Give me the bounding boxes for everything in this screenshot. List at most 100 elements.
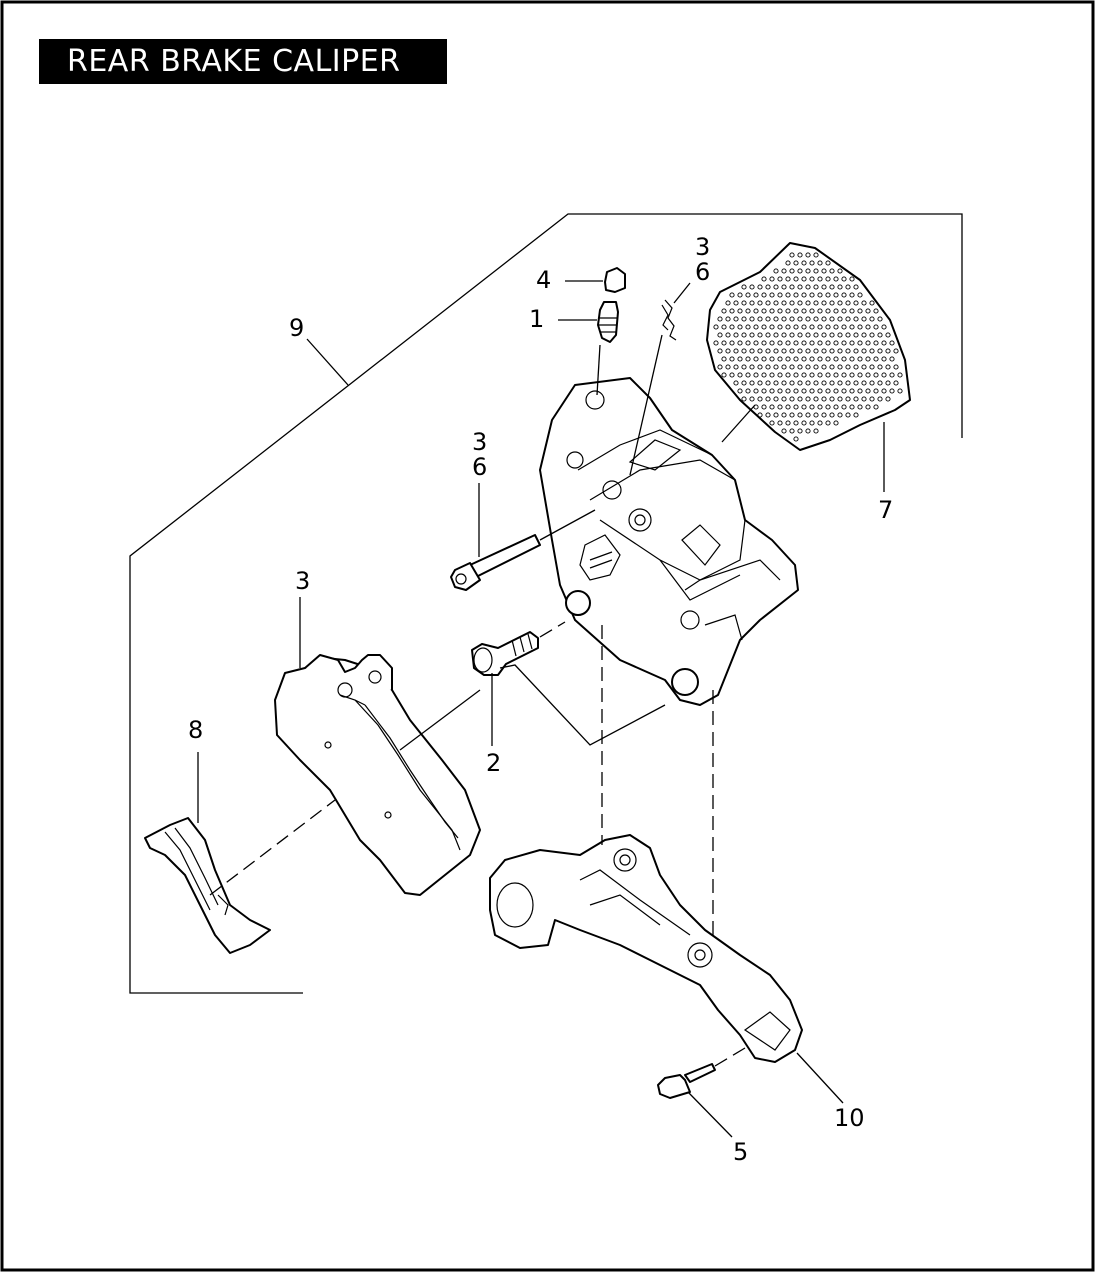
perforation-dot	[829, 316, 835, 322]
perforation-dot	[853, 364, 859, 370]
perforation-dot	[825, 308, 831, 314]
perforation-dot	[845, 332, 851, 338]
perforation-dot	[833, 388, 839, 394]
perforation-dot	[857, 340, 863, 346]
perforation-dot	[781, 316, 787, 322]
perforation-dot	[777, 292, 783, 298]
perforation-dot	[805, 300, 811, 306]
perforation-dot	[753, 388, 759, 394]
perforation-dot	[837, 284, 843, 290]
callout-7: 7	[878, 496, 893, 524]
perforation-dot	[769, 292, 775, 298]
assembly-bracket-line	[129, 213, 963, 994]
perforation-dot	[749, 284, 755, 290]
perforation-dot	[745, 340, 751, 346]
perforation-dot	[877, 364, 883, 370]
perforation-dot	[849, 340, 855, 346]
perforation-dot	[785, 260, 791, 266]
perforation-dot	[737, 340, 743, 346]
spring-dash-line	[209, 799, 336, 896]
perforation-dot	[869, 380, 875, 386]
bleeder-leader-line	[596, 344, 601, 396]
perforation-dot	[741, 332, 747, 338]
perforation-dot	[825, 292, 831, 298]
perforation-dot	[797, 332, 803, 338]
perforation-dot	[789, 284, 795, 290]
perforation-dot	[809, 356, 815, 362]
perforation-dot	[897, 372, 903, 378]
perforation-dot	[789, 364, 795, 370]
perforation-dot	[833, 404, 839, 410]
perforation-dot	[777, 340, 783, 346]
pin-leader-line	[539, 509, 596, 541]
perforation-dot	[757, 380, 763, 386]
perforation-dot	[841, 388, 847, 394]
perforation-dot	[829, 348, 835, 354]
perforation-dot	[725, 316, 731, 322]
perforation-dot	[789, 252, 795, 258]
pad-spring-clip	[661, 299, 677, 341]
perforation-dot	[801, 404, 807, 410]
perforation-dot	[881, 372, 887, 378]
perforation-dot	[777, 356, 783, 362]
perforation-dot	[777, 308, 783, 314]
perforation-dot	[753, 340, 759, 346]
perforation-dot	[877, 348, 883, 354]
perforation-dot	[773, 332, 779, 338]
perforation-dot	[809, 260, 815, 266]
perforation-dot	[817, 372, 823, 378]
perforation-dot	[797, 428, 803, 434]
perforation-dot	[813, 252, 819, 258]
perforation-dot	[741, 396, 747, 402]
perforation-dot	[817, 420, 823, 426]
perforation-dot	[849, 324, 855, 330]
perforation-dot	[821, 300, 827, 306]
perforation-dot	[793, 404, 799, 410]
perforation-dot	[741, 284, 747, 290]
perforation-dot	[765, 348, 771, 354]
perforation-dot	[793, 260, 799, 266]
perforation-dot	[845, 316, 851, 322]
perforation-dot	[741, 348, 747, 354]
perforation-dot	[817, 260, 823, 266]
perforation-dot	[805, 252, 811, 258]
perforation-dot	[785, 292, 791, 298]
perforation-dot	[797, 396, 803, 402]
perforation-dot	[793, 292, 799, 298]
perforation-dot	[813, 268, 819, 274]
perforation-dot	[769, 308, 775, 314]
perforation-dot	[861, 332, 867, 338]
perforation-dot	[837, 380, 843, 386]
callout-3-pin: 3	[472, 428, 487, 456]
perforation-dot	[773, 316, 779, 322]
perforation-dot	[793, 372, 799, 378]
perforation-dot	[749, 396, 755, 402]
perforation-dot	[801, 276, 807, 282]
perforation-dot	[813, 396, 819, 402]
perforation-dot	[765, 284, 771, 290]
perforation-dot	[769, 372, 775, 378]
perforation-dot	[821, 396, 827, 402]
perforation-dot	[773, 380, 779, 386]
perforation-dot	[849, 388, 855, 394]
pad-spring	[144, 817, 271, 954]
perforation-dot	[861, 396, 867, 402]
perforation-dot	[781, 300, 787, 306]
perforation-dot	[853, 396, 859, 402]
perforation-dot	[837, 268, 843, 274]
perforation-dot	[833, 372, 839, 378]
perforation-dot	[761, 276, 767, 282]
perforation-dot	[885, 332, 891, 338]
perforation-dot	[801, 420, 807, 426]
perforation-dot	[777, 404, 783, 410]
perforation-dot	[733, 364, 739, 370]
perforation-dot	[729, 356, 735, 362]
perforation-dot	[829, 364, 835, 370]
perforation-dot	[769, 340, 775, 346]
perforation-dot	[857, 308, 863, 314]
perforation-dot	[853, 348, 859, 354]
perforation-dot	[809, 404, 815, 410]
perforation-dot	[769, 404, 775, 410]
perforation-dot	[869, 332, 875, 338]
perforation-dot	[785, 388, 791, 394]
